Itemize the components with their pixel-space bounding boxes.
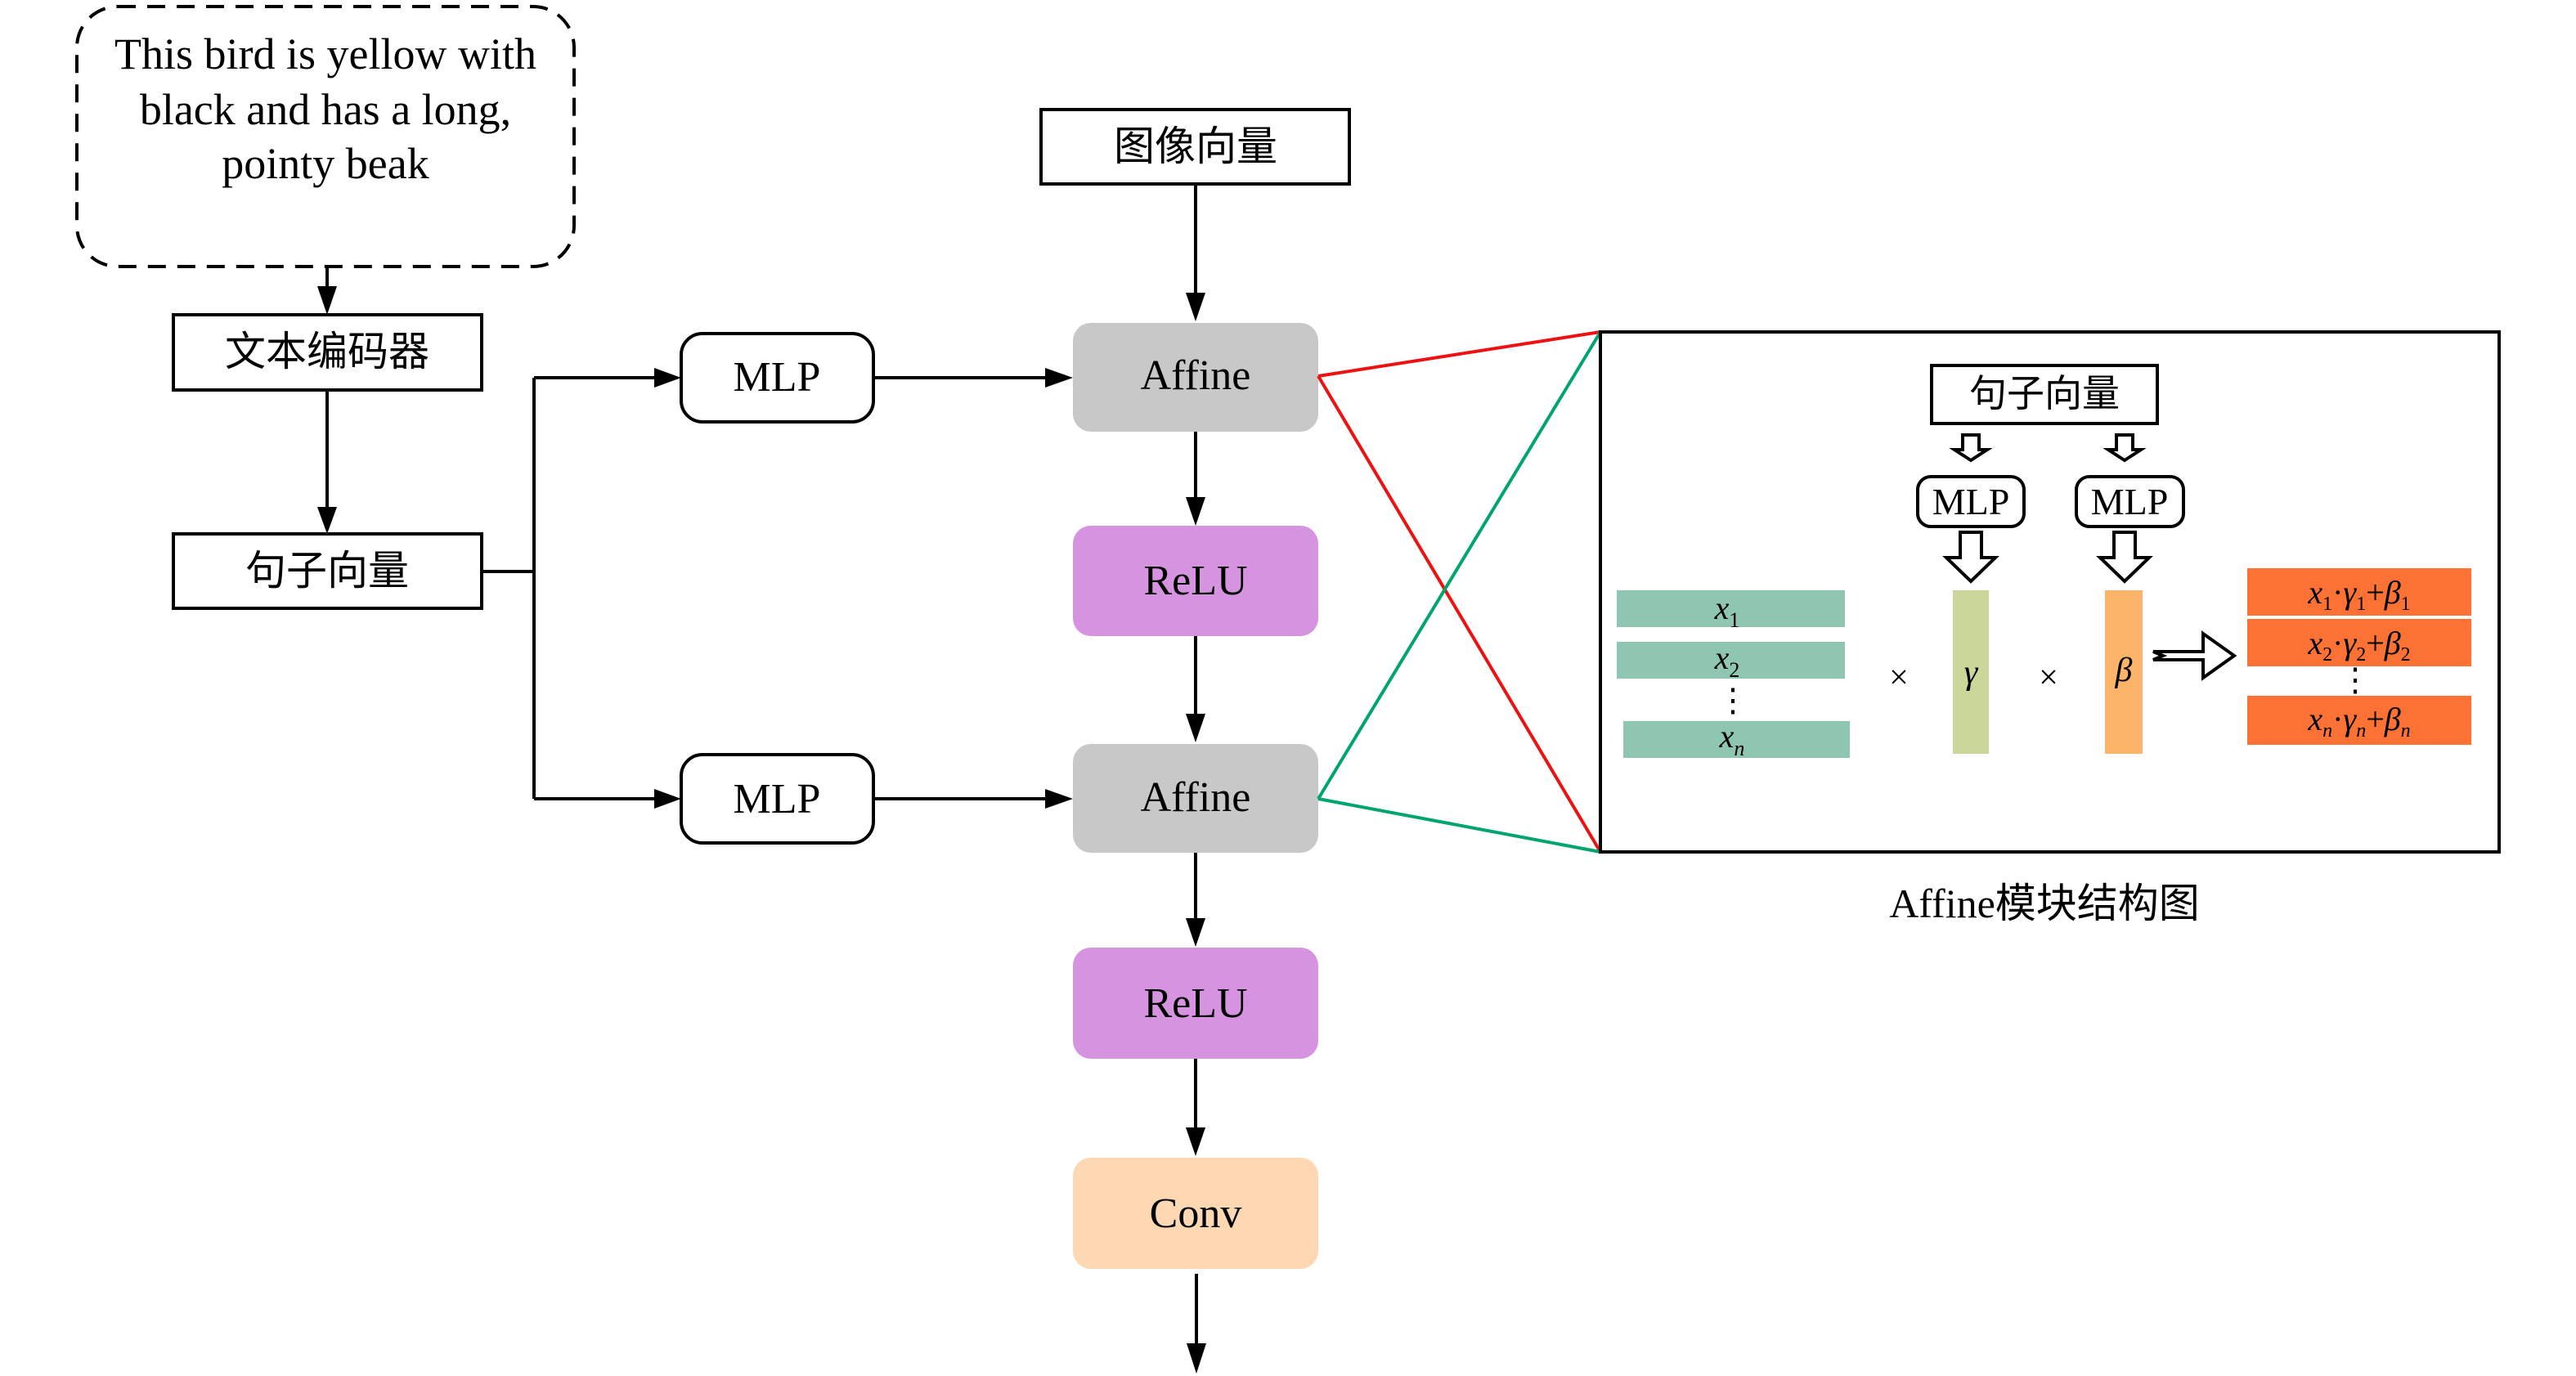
relu-label-1: ReLU [1143,558,1247,604]
connector-top-to-inset-bottom [1317,374,1602,854]
arrow-encoder-to-sentence [317,390,337,534]
arrow-mlp1-to-affine1 [873,368,1073,388]
affine-inset-panel: 句子向量 MLP MLP x1 x2 ⋮ xn × × γ β x1·γ1+β1 [1599,330,2501,854]
mlp-label-2: MLP [734,776,821,822]
input-vector-bar-2 [1617,642,1845,679]
beta-label: β [2115,652,2133,689]
multiply-sign-2: × [2039,659,2058,697]
relu-block-1: ReLU [1073,526,1318,636]
arrow-conv-output [1187,1274,1206,1374]
conv-box [1073,1158,1318,1269]
arrow-relu1-to-affine2 [1186,636,1205,742]
image-vector-label: 图像向量 [1114,123,1277,169]
inset-sentence-vector-box [1930,364,2159,425]
arrow-relu2-to-conv [1186,1059,1205,1156]
relu-box-1 [1073,526,1318,636]
connector-bottom-to-inset-bottom [1317,797,1601,854]
mlp-label-1: MLP [734,354,821,401]
relu-box-2 [1073,948,1318,1059]
conv-block: Conv [1073,1158,1318,1269]
inset-mlp-left-label: MLP [1932,481,2010,522]
text-encoder-box [172,313,483,392]
small-down-arrow-icon [2103,433,2147,463]
input-text-line-1: This bird is yellow with [114,29,536,78]
output-bar-1 [2247,568,2471,616]
mlp-branch-1: MLP [680,332,875,424]
inset-mlp-left-box [1916,475,2026,528]
arrow-image-to-affine1 [1186,184,1205,321]
inset-caption: Affine模块结构图 [1889,881,2200,926]
connector-bottom-to-inset-top [1317,330,1602,800]
text-encoder-node: 文本编码器 [172,313,483,392]
output-formula-2: x2·γ2+β2 [2307,625,2410,666]
arrow-affine2-to-relu2 [1186,853,1205,947]
input-text-line-3: pointy beak [222,139,429,188]
output-formula-n: xn·γn+βn [2307,701,2410,742]
gamma-label: γ [1964,654,1979,692]
output-formula-1: x1·γ1+β1 [2307,574,2410,615]
right-arrow-icon [2152,630,2237,681]
down-arrow-icon [2096,531,2153,584]
arrow-input-to-encoder [317,267,337,315]
text-encoder-label: 文本编码器 [225,329,429,374]
input-vector-label-2: x2 [1714,639,1740,682]
inset-sentence-vector-label: 句子向量 [1969,373,2120,415]
input-vector-bar-1 [1617,590,1845,627]
small-down-arrow-icon [1949,433,1993,463]
image-vector-box [1039,108,1351,186]
input-vector-label-n: xn [1719,718,1745,760]
arrow-affine1-to-relu1 [1186,432,1205,526]
affine-label-1: Affine [1141,352,1251,399]
image-vector-node: 图像向量 [1039,108,1351,186]
output-bar-n [2247,696,2471,745]
input-vdots: ⋮ [1717,682,1749,719]
output-vdots: ⋮ [2339,661,2372,698]
zoom-connectors [1317,330,1602,854]
input-vector-label-1: x1 [1714,589,1740,632]
relu-block-2: ReLU [1073,948,1318,1059]
branch-connector [482,368,681,809]
mlp-branch-2: MLP [680,753,875,845]
affine-box-1 [1073,323,1318,432]
connector-top-to-inset-top [1317,330,1601,378]
input-vector-bar-n [1623,721,1850,758]
inset-mlp-right-box [2075,475,2185,528]
input-text-line-2: black and has a long, [140,85,511,134]
sentence-vector-node: 句子向量 [172,532,483,610]
output-bar-2 [2247,619,2471,666]
relu-label-2: ReLU [1143,980,1247,1027]
arrow-mlp2-to-affine2 [873,789,1073,809]
gamma-bar [1953,590,1989,754]
affine-label-2: Affine [1141,774,1251,821]
beta-bar [2105,590,2143,754]
affine-box-2 [1073,744,1318,853]
conv-label: Conv [1150,1190,1242,1237]
down-arrow-icon [1942,531,1999,584]
multiply-sign-1: × [1889,659,1909,697]
input-text-node: This bird is yellow with black and has a… [75,5,576,268]
affine-block-2: Affine [1073,744,1318,853]
inset-mlp-right-label: MLP [2091,481,2169,522]
sentence-vector-label: 句子向量 [245,548,409,594]
affine-block-1: Affine [1073,323,1318,432]
